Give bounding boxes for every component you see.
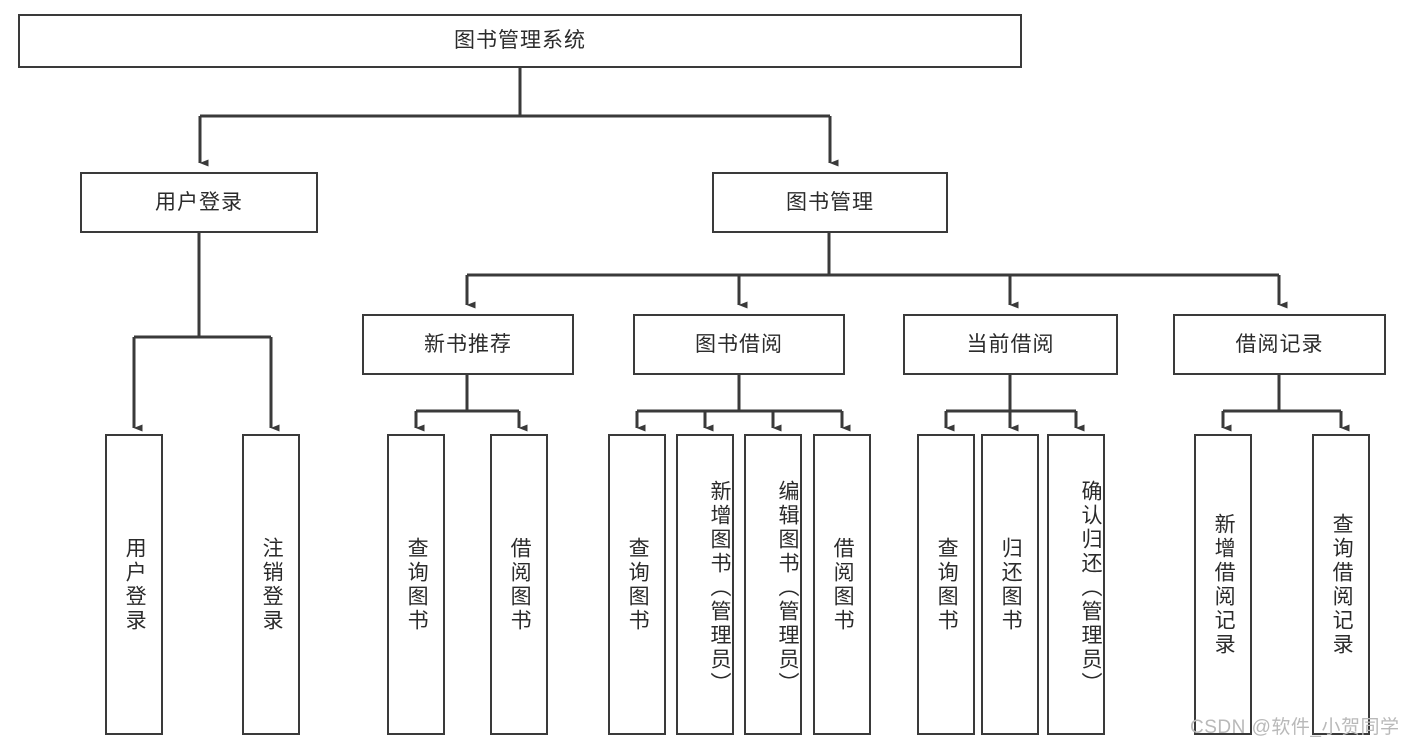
node-leaf-add-book-admin[interactable]: 新增图书（管理员） [676, 434, 734, 735]
node-label: 借阅图书 [508, 536, 532, 633]
node-leaf-query-borrow-record[interactable]: 查询借阅记录 [1312, 434, 1370, 735]
node-label: 注销登录 [260, 536, 284, 633]
node-label: 查询图书 [405, 536, 429, 633]
node-leaf-borrow-books-recommend[interactable]: 借阅图书 [490, 434, 548, 735]
node-user-login[interactable]: 用户登录 [80, 172, 318, 233]
node-current-borrow[interactable]: 当前借阅 [903, 314, 1118, 375]
node-label: 图书借阅 [695, 332, 783, 356]
node-leaf-query-books-current[interactable]: 查询图书 [917, 434, 975, 735]
node-label: 图书管理 [786, 190, 874, 214]
node-label: 借阅记录 [1235, 332, 1324, 356]
node-label: 归还图书 [999, 536, 1023, 633]
node-label: 用户登录 [123, 536, 147, 633]
node-leaf-edit-book-admin[interactable]: 编辑图书（管理员） [744, 434, 802, 735]
node-leaf-add-borrow-record[interactable]: 新增借阅记录 [1194, 434, 1252, 735]
node-leaf-query-books-borrow[interactable]: 查询图书 [608, 434, 666, 735]
node-new-book-recommend[interactable]: 新书推荐 [362, 314, 574, 375]
node-label: 新书推荐 [424, 332, 512, 356]
node-label: 编辑图书（管理员） [776, 479, 799, 696]
node-root-system[interactable]: 图书管理系统 [18, 14, 1022, 68]
node-label: 查询借阅记录 [1330, 512, 1354, 657]
node-leaf-borrow-books[interactable]: 借阅图书 [813, 434, 871, 735]
node-borrow-record[interactable]: 借阅记录 [1173, 314, 1386, 375]
node-label: 新增借阅记录 [1212, 512, 1236, 657]
csdn-watermark: CSDN @软件_小贺同学 [1190, 717, 1400, 738]
node-book-borrow[interactable]: 图书借阅 [633, 314, 845, 375]
node-label: 新增图书（管理员） [708, 479, 731, 696]
node-label: 确认归还（管理员） [1079, 479, 1102, 696]
node-label: 当前借阅 [966, 332, 1055, 356]
node-leaf-user-logout[interactable]: 注销登录 [242, 434, 300, 735]
node-leaf-return-books[interactable]: 归还图书 [981, 434, 1039, 735]
node-label: 查询图书 [626, 536, 650, 633]
node-label: 借阅图书 [831, 536, 855, 633]
node-leaf-confirm-return-admin[interactable]: 确认归还（管理员） [1047, 434, 1105, 735]
node-label: 图书管理系统 [454, 29, 586, 53]
node-label: 查询图书 [935, 536, 959, 633]
node-leaf-user-login[interactable]: 用户登录 [105, 434, 163, 735]
node-leaf-query-books-recommend[interactable]: 查询图书 [387, 434, 445, 735]
node-label: 用户登录 [155, 190, 243, 214]
node-book-management[interactable]: 图书管理 [712, 172, 948, 233]
